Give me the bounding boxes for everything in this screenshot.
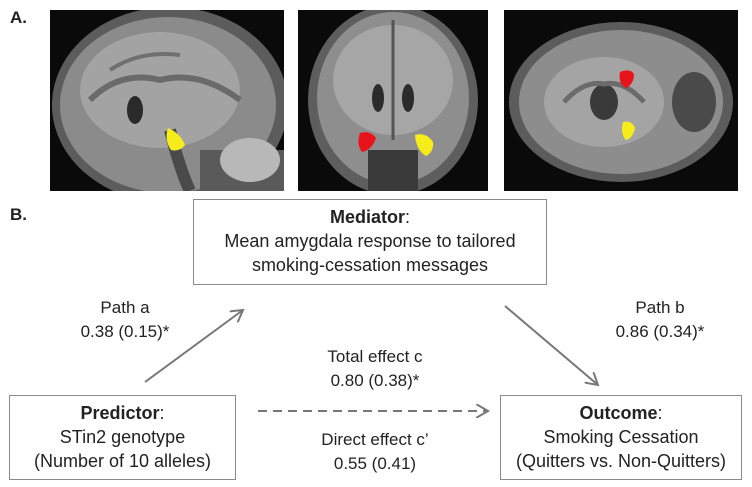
predictor-box: Predictor: STin2 genotype (Number of 10 … [9, 395, 236, 480]
predictor-title: Predictor [80, 403, 160, 423]
red-roi-coronal [358, 132, 376, 152]
coronal-brain-image [298, 10, 488, 191]
total-effect-label: Total effect c 0.80 (0.38)* [285, 345, 465, 393]
panel-b-label: B. [10, 205, 27, 224]
path-b-name: Path b [635, 298, 685, 317]
mediator-box: Mediator: Mean amygdala response to tail… [193, 199, 547, 285]
predictor-line-1: STin2 genotype [59, 427, 186, 447]
path-b-value: 0.86 (0.34)* [615, 322, 705, 341]
sagittal-brain-svg [50, 10, 284, 191]
yellow-roi-axial [622, 121, 635, 140]
axial-brain-image [504, 10, 738, 191]
outcome-title: Outcome [579, 403, 658, 423]
direct-effect-name: Direct effect c’ [321, 430, 429, 449]
path-a-name: Path a [100, 298, 150, 317]
mediator-line-1: Mean amygdala response to tailored [224, 231, 516, 251]
mediator-title: Mediator [329, 207, 405, 227]
path-a-value: 0.38 (0.15)* [80, 322, 170, 341]
direct-effect-label: Direct effect c’ 0.55 (0.41) [285, 428, 465, 476]
predictor-line-2: (Number of 10 alleles) [33, 451, 212, 471]
coronal-brain-svg [298, 10, 488, 191]
panel-a-label: A. [10, 8, 27, 27]
total-effect-value: 0.80 (0.38)* [330, 371, 420, 390]
path-a-arrow [144, 310, 243, 383]
axial-brain-svg [504, 10, 738, 191]
outcome-line-1: Smoking Cessation [543, 427, 699, 447]
yellow-roi-sagittal [166, 128, 185, 151]
path-a-label: Path a 0.38 (0.15)* [50, 296, 200, 344]
mediator-line-2: smoking-cessation messages [251, 255, 489, 275]
yellow-roi-coronal [415, 134, 434, 156]
outcome-line-2: (Quitters vs. Non-Quitters) [515, 451, 727, 471]
path-b-arrow [504, 305, 598, 385]
outcome-box: Outcome: Smoking Cessation (Quitters vs.… [500, 395, 742, 480]
sagittal-brain-image [50, 10, 284, 191]
direct-effect-value: 0.55 (0.41) [333, 454, 417, 473]
total-effect-name: Total effect c [327, 347, 423, 366]
red-roi-axial [619, 70, 634, 88]
path-b-label: Path b 0.86 (0.34)* [585, 296, 735, 344]
